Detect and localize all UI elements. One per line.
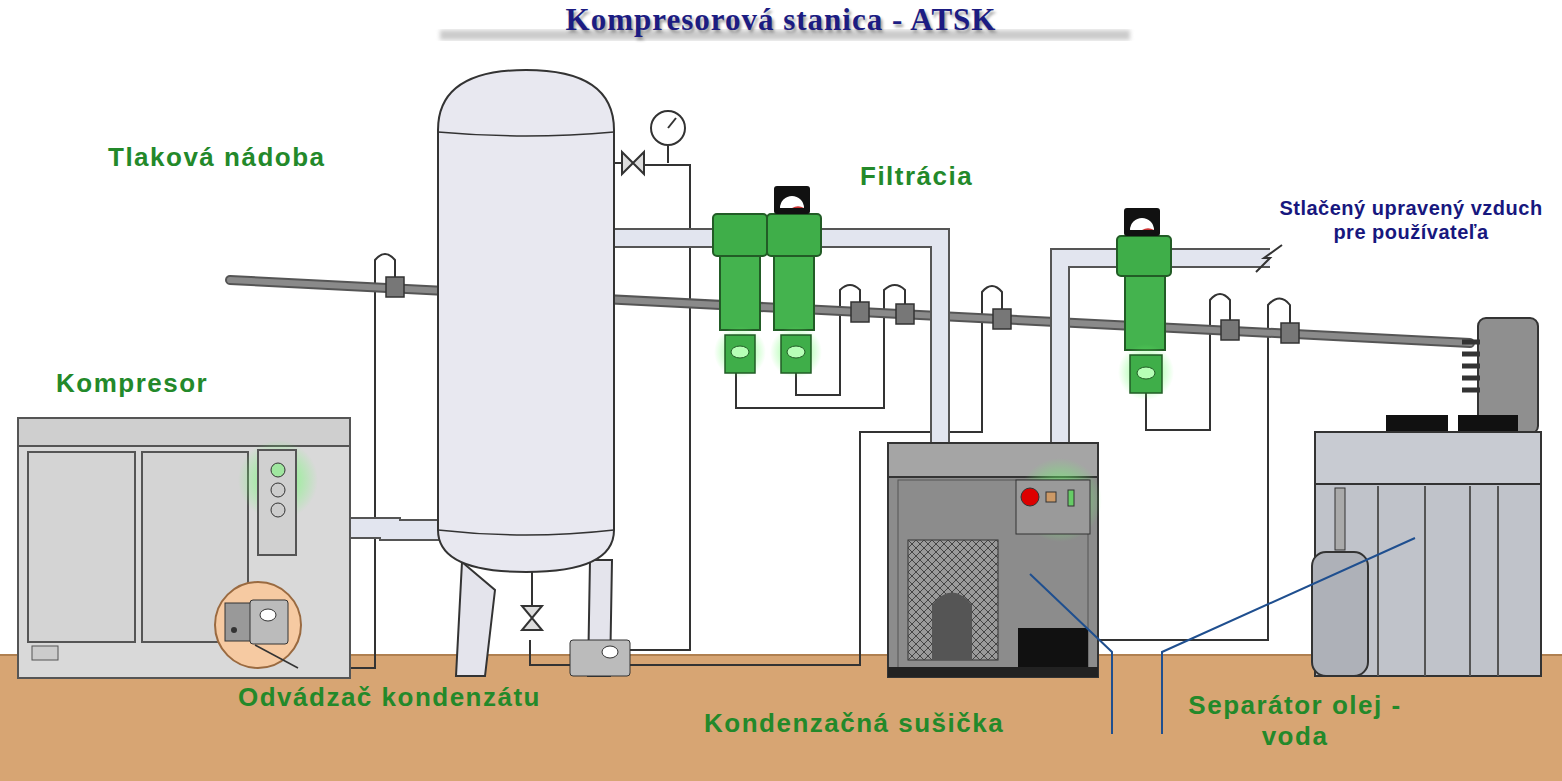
part-label: Filtrácia bbox=[860, 161, 1060, 192]
part-label: Separátor olej - voda bbox=[1170, 690, 1420, 752]
title: Kompresorová stanica - ATSK bbox=[0, 2, 1562, 38]
part-label: Kompresor bbox=[56, 368, 316, 399]
part-label: Stlačený upravený vzduch pre používateľa bbox=[1266, 196, 1556, 244]
refrigeration-dryer bbox=[888, 443, 1102, 677]
part-label: Odvádzač kondenzátu bbox=[238, 682, 678, 713]
compressor bbox=[18, 418, 350, 678]
filters bbox=[713, 186, 1174, 400]
pressure-vessel bbox=[438, 70, 685, 676]
oil-water-separator bbox=[1312, 318, 1541, 676]
part-label: Kondenzačná sušička bbox=[704, 708, 1104, 739]
part-label: Tlaková nádoba bbox=[108, 142, 428, 173]
drain-rail bbox=[230, 280, 1470, 343]
